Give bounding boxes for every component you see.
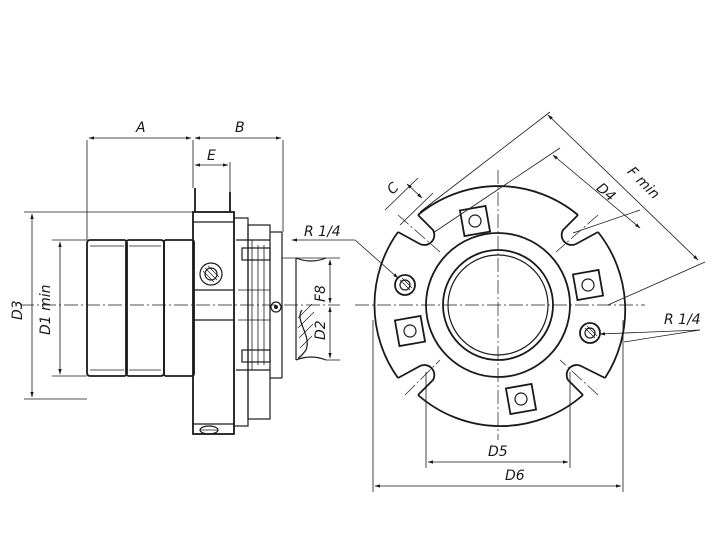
label-d2: D2 [313,320,329,340]
label-r14-right: R 1/4 [664,312,701,328]
label-d1-min: D1 min [38,284,54,335]
label-b: B [235,120,245,136]
label-d6: D6 [505,468,525,484]
label-d4: D4 [593,180,618,205]
label-d5: D5 [488,444,508,460]
front-view: R 1/4 C D4 F min D5 D6 [354,111,706,492]
label-d3: D3 [10,300,26,320]
label-e: E [207,148,216,164]
label-a: A [135,120,146,136]
label-r14-left: R 1/4 [304,224,341,240]
side-view: A B E D3 D1 min F8 D2 R 1/4 [10,120,355,435]
label-f-min: F min [624,164,663,203]
label-c: C [384,180,402,198]
label-f8: F8 [313,285,329,302]
clamp-blocks [393,204,605,416]
